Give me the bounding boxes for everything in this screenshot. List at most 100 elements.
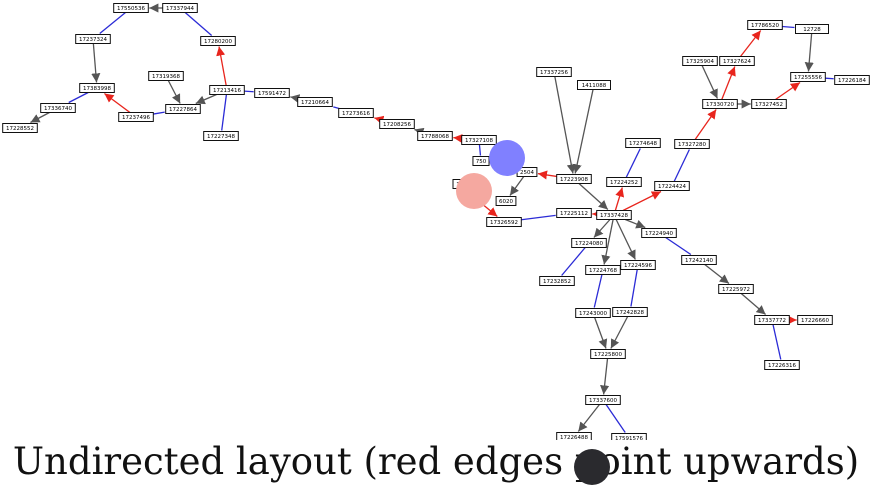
graph-node: 17224080 [571,238,607,248]
edge-n45-n46 [665,236,692,256]
node-label: 17325904 [686,59,714,65]
node-label: 17232852 [543,279,571,285]
node-box [611,433,647,440]
graph-node: 750 [472,156,490,166]
node-label: 17226660 [801,318,829,324]
edge-n23-n29 [521,214,556,221]
node-label: 17242140 [685,258,713,264]
node-label: 1411088 [582,83,607,89]
edge-n5-n10 [167,80,181,104]
node-box [654,181,690,191]
node-box [79,83,115,93]
node-box [764,360,800,370]
graph-node: 6020 [495,196,517,206]
edge-n30-n28 [614,187,625,211]
graph-node: 17319368 [148,71,184,81]
node-box [254,88,290,98]
pink-circle-marker [456,173,492,209]
graph-node: 17225972 [718,284,754,294]
graph-node: 17337428 [596,210,632,220]
graph-node: 17225112 [556,208,592,218]
node-label: 17208256 [383,122,411,128]
graph-node: 17337256 [536,67,572,77]
graph-node: 17786520 [747,20,783,30]
node-box [148,71,184,81]
node-label: 17242828 [616,310,644,316]
graph-node: 17274648 [625,138,661,148]
node-box [585,395,621,405]
graph-node: 17325904 [682,56,718,66]
graph-node: 17232852 [539,276,575,286]
node-label: 17225800 [594,352,622,358]
graph-node: 17208256 [379,119,415,129]
edge-n24-n26 [554,76,576,174]
node-box [417,131,453,141]
caption: Undirected layout (red edges point upwar… [12,440,860,483]
graph-node: 17327624 [719,56,755,66]
node-label: 17227864 [169,107,197,113]
node-label: 17591472 [258,91,286,97]
edge-n2-n4 [184,12,213,36]
edge-n35-n36 [739,30,762,57]
graph-node: 17226660 [797,315,833,325]
node-box [702,99,738,109]
node-box [795,24,829,34]
graph-node: 17227348 [203,131,239,141]
node-box [40,103,76,113]
node-label: 750 [476,159,487,165]
node-label: 17210664 [301,100,329,106]
node-box [379,119,415,129]
graph-node: 17224596 [620,260,656,270]
edge-n46-n47 [704,263,730,285]
edge-n1-n3 [99,11,126,35]
node-label: 17237324 [79,37,107,43]
blue-circle-marker [489,140,525,176]
node-box [2,123,38,133]
graph-node: 17226316 [764,360,800,370]
edge-n33-n34 [701,65,719,99]
node-box [113,3,149,13]
graph-node: 17383998 [79,83,115,93]
graph-node: 17242828 [612,307,648,317]
node-box [612,307,648,317]
node-box [165,104,201,114]
node-label: 17327280 [678,142,706,148]
edge-n44-n52 [630,269,638,307]
graph-node: 17280200 [200,36,236,46]
edge-n26-n30 [578,183,609,210]
node-label: 17225112 [560,211,588,217]
node-box [641,228,677,238]
node-label: 17337944 [166,6,194,12]
node-label: 17383998 [83,86,111,92]
graph-node: 17225800 [590,349,626,359]
edge-n26-n21 [537,170,557,180]
graph-node: 17591576 [611,433,647,440]
graph-node: 17788068 [417,131,453,141]
node-label: 17223908 [560,177,588,183]
edge-n30-n43 [601,219,614,265]
graph-node: 17224768 [585,265,621,275]
edge-n52-n53 [610,316,629,349]
edge-n11-n12 [244,90,254,93]
node-box [575,308,611,318]
edge-n7-n8 [30,111,50,124]
graph-node: 17327452 [751,99,787,109]
node-label: 17326592 [490,220,518,226]
node-label: 17226488 [560,435,588,440]
edge-n40-n38 [775,81,801,101]
node-box [674,139,710,149]
node-label: 17337600 [589,398,617,404]
node-box [834,75,870,85]
edge-n11-n13 [221,94,228,131]
node-label: 17224940 [645,231,673,237]
node-box [203,131,239,141]
node-box [495,196,517,206]
edge-n9-n6 [104,92,131,114]
graph-node: 17242140 [681,255,717,265]
edge-n9-n10 [153,111,165,115]
graph-node: 17237324 [75,34,111,44]
node-box [682,56,718,66]
graph-node: 17337944 [162,3,198,13]
node-label: 17337256 [540,70,568,76]
